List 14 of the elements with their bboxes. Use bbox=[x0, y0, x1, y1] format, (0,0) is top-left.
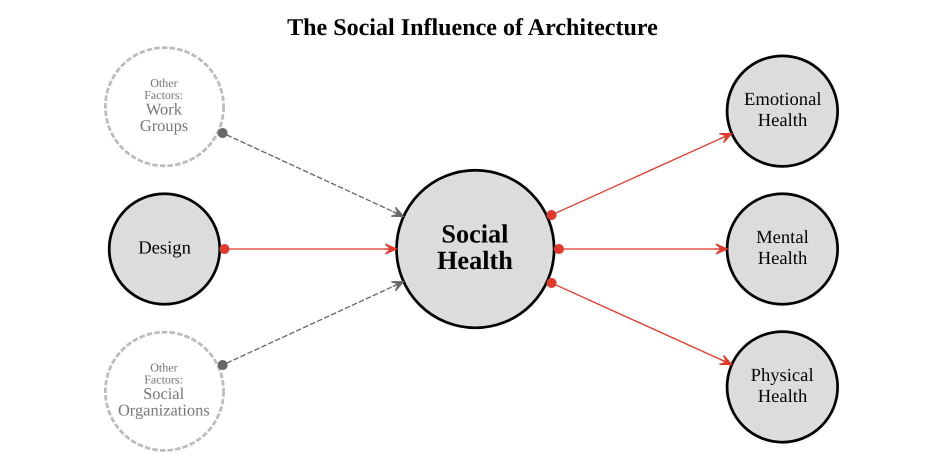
node-circle: Physical Health bbox=[726, 330, 839, 444]
arrow bbox=[218, 128, 404, 217]
node-circle: Social Health bbox=[395, 168, 556, 330]
arrow bbox=[546, 132, 732, 220]
node-circle: Other Factors: Work Groups bbox=[104, 46, 225, 168]
arrow bbox=[546, 278, 732, 366]
node-circle: Other Factors: Social Organizations bbox=[104, 330, 225, 452]
diagram-title: The Social Influence of Architecture bbox=[287, 15, 658, 42]
arrow bbox=[218, 281, 404, 370]
node-circle: Emotional Health bbox=[726, 54, 839, 168]
node-circle: Design bbox=[108, 192, 222, 306]
arrow bbox=[219, 243, 397, 255]
arrow bbox=[554, 243, 728, 255]
node-circle: Mental Health bbox=[726, 192, 839, 306]
